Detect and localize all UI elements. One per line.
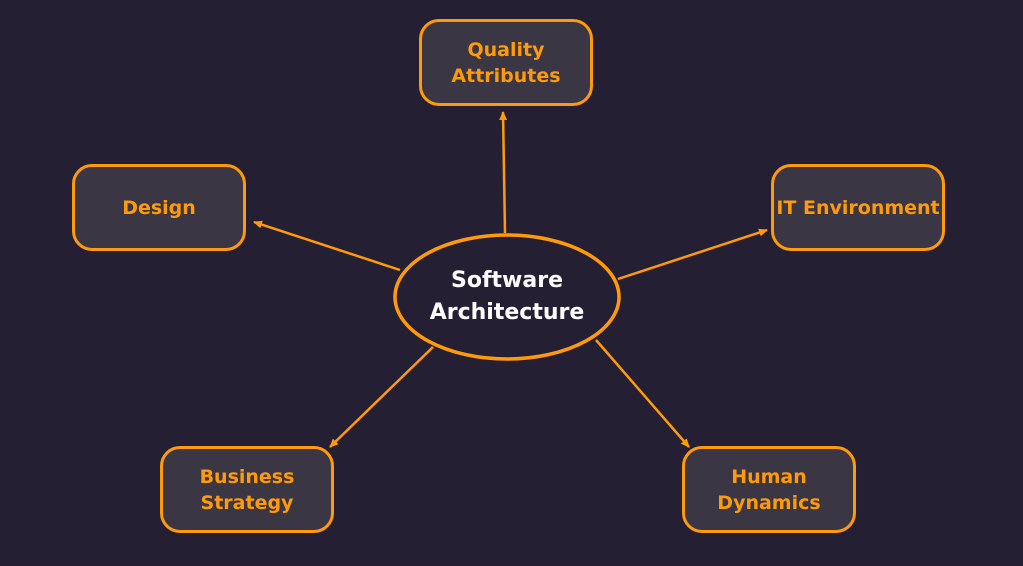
node-label-line1: Human	[731, 465, 807, 488]
arrow-to-human-dynamics	[595, 339, 690, 448]
arrow-to-design	[253, 220, 401, 272]
node-label: Design	[122, 196, 196, 219]
node-design: Design	[72, 164, 246, 251]
node-label: IT Environment	[776, 196, 940, 219]
node-label-line2: Strategy	[200, 491, 294, 514]
node-it-environment: IT Environment	[771, 164, 945, 251]
arrow-to-it-environment	[617, 228, 768, 281]
node-label-line1: Business	[199, 465, 295, 488]
center-line-2: Architecture	[429, 300, 585, 325]
center-line-1: Software	[451, 268, 563, 293]
center-ellipse	[393, 233, 621, 361]
node-label-line2: Attributes	[451, 64, 561, 87]
node-label-line1: Quality	[467, 38, 545, 61]
node-label-line2: Dynamics	[717, 491, 821, 514]
arrow-to-business-strategy	[329, 346, 434, 448]
arrow-to-quality-attributes	[499, 111, 508, 234]
